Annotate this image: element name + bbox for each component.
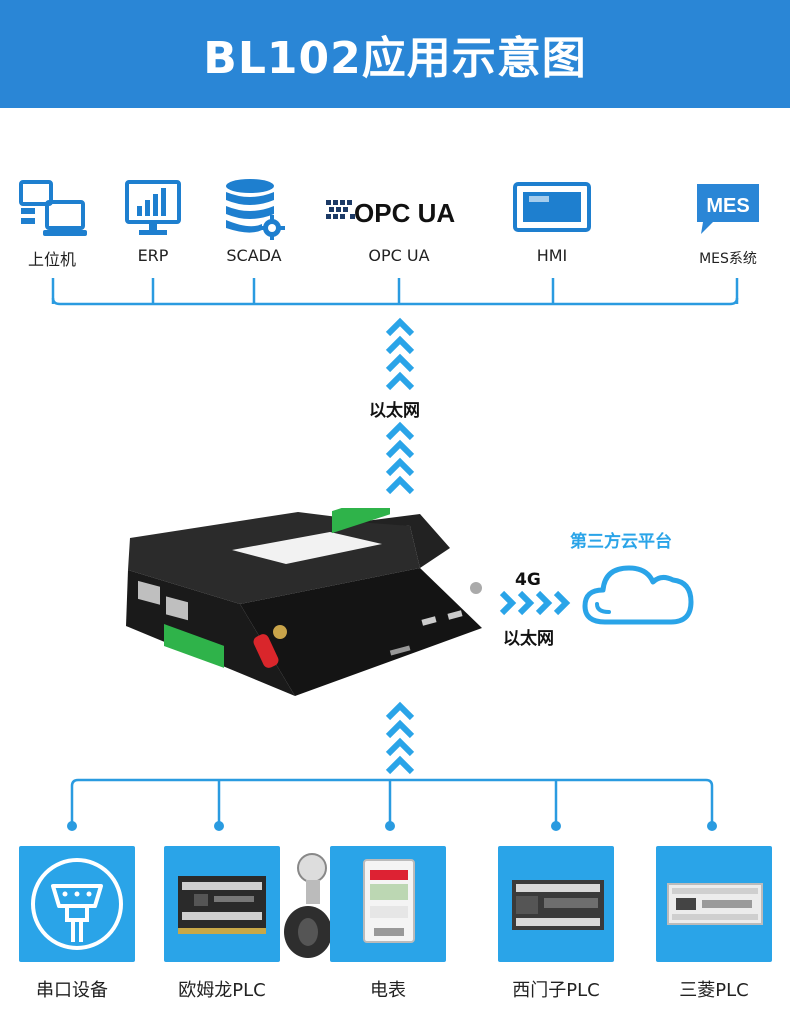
system-label: MES系统 <box>699 251 757 267</box>
system-label: OPC UA <box>368 246 430 265</box>
bottom-bus-connector <box>67 778 717 831</box>
top-bus-connector <box>51 278 739 306</box>
ethernet-label-right: 以太网 <box>503 629 554 649</box>
system-label: SCADA <box>226 246 282 265</box>
gateway-device <box>126 508 482 696</box>
device-card-siemens-plc <box>498 846 614 962</box>
upward-arrows-lower <box>385 421 415 495</box>
cloud-platform-title: 第三方云平台 <box>570 532 672 552</box>
upward-arrows-upper <box>385 317 415 391</box>
system-opc-ua: OPC UA OPC UA <box>326 178 455 268</box>
device-card-meter <box>330 846 446 962</box>
upward-arrows-bottom <box>385 701 415 775</box>
title-banner: BL102应用示意图 <box>0 0 790 108</box>
computer-icon <box>0 178 107 240</box>
cloud-icon <box>582 565 694 625</box>
page-title: BL102应用示意图 <box>203 33 587 84</box>
mes-bubble-icon: MES <box>673 178 783 240</box>
opc-ua-logo-text: OPC UA <box>354 198 455 228</box>
system-label: 上位机 <box>27 250 76 269</box>
opc-ua-logo: OPC UA <box>326 178 455 240</box>
system-label: ERP <box>137 246 169 265</box>
plc-image <box>667 883 763 925</box>
bar-chart-monitor-icon <box>98 178 208 240</box>
device-card-serial <box>19 846 135 962</box>
device-label: 西门子PLC <box>512 980 600 1001</box>
mes-badge-text: MES <box>706 195 749 217</box>
rightward-arrows <box>499 590 571 616</box>
device-label: 欧姆龙PLC <box>178 980 266 1001</box>
hmi-screen-icon <box>497 178 607 240</box>
device-card-mitsubishi-plc <box>656 846 772 962</box>
system-erp: ERP <box>98 178 208 268</box>
device-card-omron-plc <box>164 846 280 962</box>
plc-image <box>178 876 266 934</box>
device-label: 电表 <box>370 980 406 1001</box>
system-mes: MES MES系统 <box>673 178 783 268</box>
device-label: 三菱PLC <box>679 980 749 1001</box>
link-4g-label: 4G <box>515 570 541 590</box>
plc-image <box>512 880 604 930</box>
system-host-computer: 上位机 <box>0 178 107 269</box>
system-hmi: HMI <box>497 178 607 268</box>
database-gear-icon <box>199 178 309 240</box>
ethernet-label-upper: 以太网 <box>369 401 420 421</box>
system-scada: SCADA <box>199 178 309 268</box>
flow-meter-image <box>284 853 332 958</box>
electric-meter-image <box>363 859 415 943</box>
serial-port-icon <box>31 858 123 950</box>
system-label: HMI <box>536 246 568 265</box>
device-label: 串口设备 <box>36 980 108 1001</box>
